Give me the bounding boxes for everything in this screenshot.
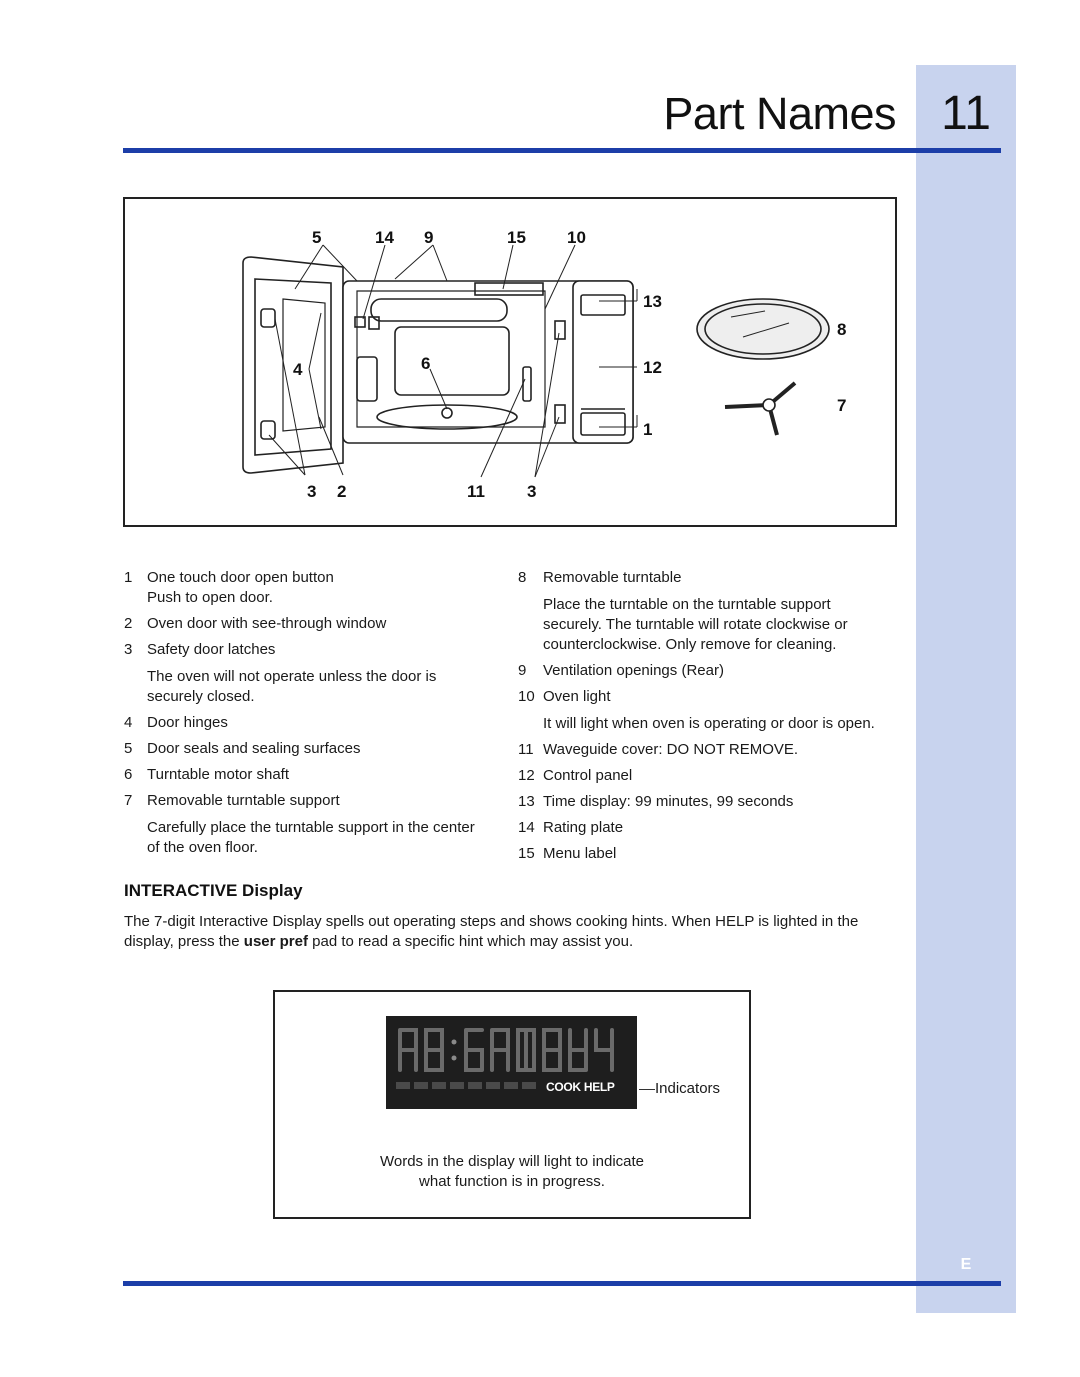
callout-5: 5: [312, 228, 321, 247]
top-rule: [123, 148, 1001, 153]
callout-2: 2: [337, 482, 346, 501]
part-label: Safety door latches: [147, 641, 276, 658]
page-title: Part Names: [663, 88, 896, 139]
part-label: Control panel: [543, 767, 633, 784]
part-item-7: 7 Removable turntable support Carefully …: [124, 791, 479, 858]
interactive-display-paragraph: The 7-digit Interactive Display spells o…: [124, 912, 904, 952]
part-number: 14: [518, 819, 535, 836]
part-label: Removable turntable support: [147, 792, 340, 809]
part-description: It will light when oven is operating or …: [543, 715, 875, 732]
part-number: 13: [518, 793, 535, 810]
callout-13: 13: [643, 292, 662, 311]
part-number: 3: [124, 641, 133, 658]
lcd-display: COOK HELP: [386, 1016, 637, 1109]
part-label: Menu label: [543, 845, 617, 862]
part-number: 4: [124, 714, 133, 731]
part-label: Time display: 99 minutes, 99 seconds: [543, 793, 794, 810]
part-description: Place the turntable on the turntable sup…: [543, 596, 848, 653]
part-item-3: 3 Safety door latches The oven will not …: [124, 640, 479, 707]
callout-8: 8: [837, 320, 846, 339]
part-label: Door seals and sealing surfaces: [147, 740, 361, 757]
part-description: The oven will not operate unless the doo…: [147, 668, 437, 705]
part-description: Push to open door.: [147, 589, 273, 606]
display-caption-line-2: what function is in progress.: [419, 1173, 605, 1190]
part-item-13: 13 Time display: 99 minutes, 99 seconds: [518, 792, 893, 812]
callout-12: 12: [643, 358, 662, 377]
callout-15: 15: [507, 228, 526, 247]
part-number: 15: [518, 845, 535, 862]
page-number: 11: [941, 87, 991, 140]
part-item-1: 1 One touch door open button Push to ope…: [124, 568, 479, 608]
part-number: 5: [124, 740, 133, 757]
user-pref-term: user pref: [243, 933, 308, 950]
callout-6: 6: [421, 354, 430, 373]
display-illustration-box: COOK HELP Indicators Words in the displa…: [273, 990, 751, 1219]
microwave-illustration: 5 14 9 15 10 13 8 4 6 12 7 1 3 2 11 3: [242, 228, 846, 501]
lcd-digits-graphic: [396, 1028, 614, 1089]
indicators-label: Indicators: [655, 1080, 721, 1097]
part-number: 8: [518, 569, 527, 586]
callout-11: 11: [467, 482, 485, 501]
paragraph-text-before: The 7-digit Interactive Display spells o…: [124, 913, 859, 950]
part-label: Door hinges: [147, 714, 228, 731]
part-item-11: 11 Waveguide cover: DO NOT REMOVE.: [518, 740, 893, 760]
display-caption: Words in the display will light to indic…: [275, 1152, 749, 1192]
part-item-14: 14 Rating plate: [518, 818, 893, 838]
part-description: Carefully place the turntable support in…: [147, 819, 475, 856]
callout-3-right: 3: [527, 482, 536, 501]
callout-3-left: 3: [307, 482, 316, 501]
display-caption-line-1: Words in the display will light to indic…: [379, 1153, 645, 1170]
paragraph-text-after: pad to read a specific hint which may as…: [307, 933, 634, 950]
parts-list-left: 1 One touch door open button Push to ope…: [124, 568, 479, 864]
microwave-parts-diagram: 5 14 9 15 10 13 8 4 6 12 7 1 3 2 11 3: [123, 197, 897, 527]
part-item-9: 9 Ventilation openings (Rear): [518, 661, 893, 681]
part-number: 11: [518, 741, 534, 758]
callout-14: 14: [375, 228, 394, 247]
part-number: 1: [124, 569, 133, 586]
part-item-10: 10 Oven light It will light when oven is…: [518, 687, 893, 734]
part-item-15: 15 Menu label: [518, 844, 893, 864]
part-number: 10: [518, 688, 535, 705]
part-number: 6: [124, 766, 133, 783]
part-label: Waveguide cover: DO NOT REMOVE.: [543, 741, 799, 758]
interactive-display-heading: INTERACTIVE Display: [124, 881, 303, 900]
part-label: Oven light: [543, 688, 611, 705]
bottom-rule: [123, 1281, 1001, 1286]
indicators-leader-line: [639, 1089, 655, 1090]
callout-10: 10: [567, 228, 586, 247]
part-label: Rating plate: [543, 819, 624, 836]
language-tag: E: [960, 1256, 972, 1273]
part-label: Removable turntable: [543, 569, 682, 586]
part-number: 12: [518, 767, 535, 784]
part-number: 9: [518, 662, 527, 679]
part-number: 2: [124, 615, 133, 632]
part-item-4: 4 Door hinges: [124, 713, 479, 733]
part-item-8: 8 Removable turntable Place the turntabl…: [518, 568, 893, 655]
callout-1: 1: [643, 420, 652, 439]
callout-7: 7: [837, 396, 846, 415]
part-item-5: 5 Door seals and sealing surfaces: [124, 739, 479, 759]
callout-4: 4: [293, 360, 303, 379]
part-number: 7: [124, 792, 133, 809]
part-item-2: 2 Oven door with see-through window: [124, 614, 479, 634]
part-label: Oven door with see-through window: [147, 615, 387, 632]
parts-list-right: 8 Removable turntable Place the turntabl…: [518, 568, 893, 870]
part-label: Ventilation openings (Rear): [543, 662, 724, 679]
callout-9: 9: [424, 228, 433, 247]
lit-indicators-text: COOK HELP: [546, 1080, 615, 1094]
part-item-12: 12 Control panel: [518, 766, 893, 786]
part-item-6: 6 Turntable motor shaft: [124, 765, 479, 785]
page-tab-sidebar: [916, 65, 1016, 1313]
part-label: One touch door open button: [147, 569, 334, 586]
part-label: Turntable motor shaft: [147, 766, 290, 783]
